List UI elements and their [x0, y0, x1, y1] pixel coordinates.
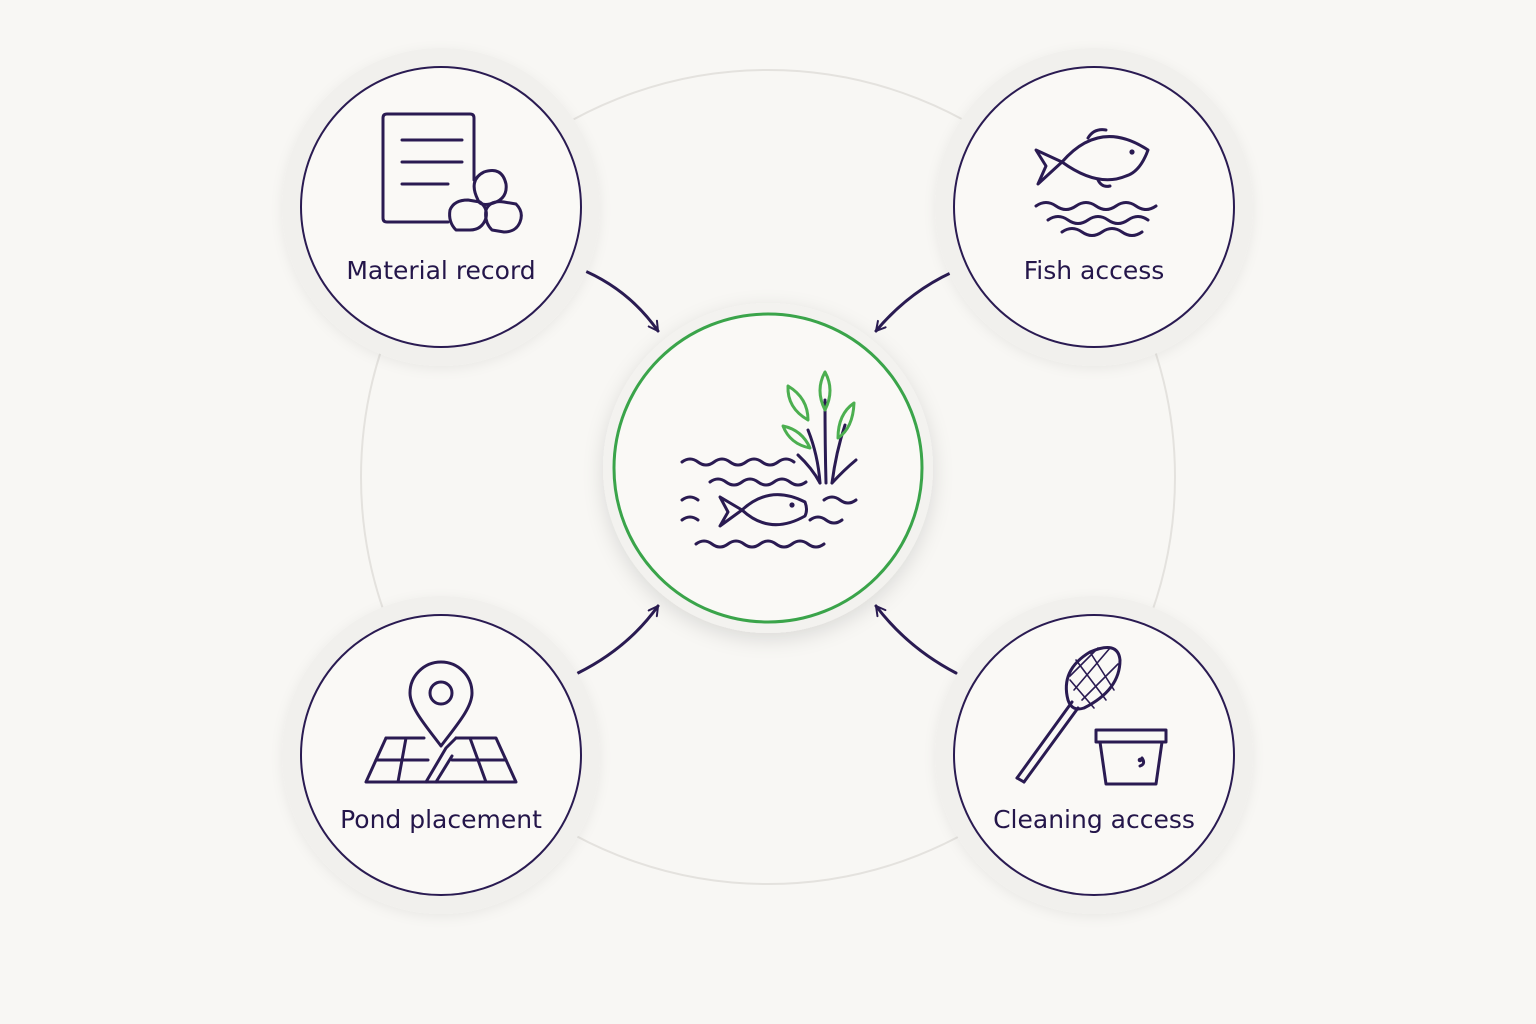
arrow-fish-access — [874, 266, 964, 333]
arrow-cleaning-access — [874, 604, 958, 675]
node-pond-placement[interactable]: Pond placement — [282, 596, 600, 914]
fish-access-label: Fish access — [1024, 256, 1165, 285]
arrow-material-record — [576, 266, 660, 333]
cleaning-access-label: Cleaning access — [993, 805, 1195, 834]
node-circle — [953, 66, 1235, 348]
node-circle — [953, 614, 1235, 896]
arrow-pond-placement — [576, 604, 660, 675]
node-fish-access[interactable]: Fish access — [935, 48, 1253, 366]
pond-fish-plant-icon — [680, 370, 858, 549]
document-stones-icon — [381, 112, 523, 234]
center-disc — [612, 312, 924, 624]
net-bucket-icon — [1015, 646, 1168, 786]
node-circle — [300, 66, 582, 348]
pond-placement-label: Pond placement — [340, 805, 542, 834]
connector-ring — [360, 69, 1176, 885]
node-material-record[interactable]: Material record — [282, 48, 600, 366]
node-cleaning-access[interactable]: Cleaning access — [935, 596, 1253, 914]
fish-waves-icon — [1034, 128, 1158, 237]
material-record-label: Material record — [346, 256, 535, 285]
map-pin-icon — [364, 660, 518, 784]
center-node[interactable] — [603, 303, 933, 633]
